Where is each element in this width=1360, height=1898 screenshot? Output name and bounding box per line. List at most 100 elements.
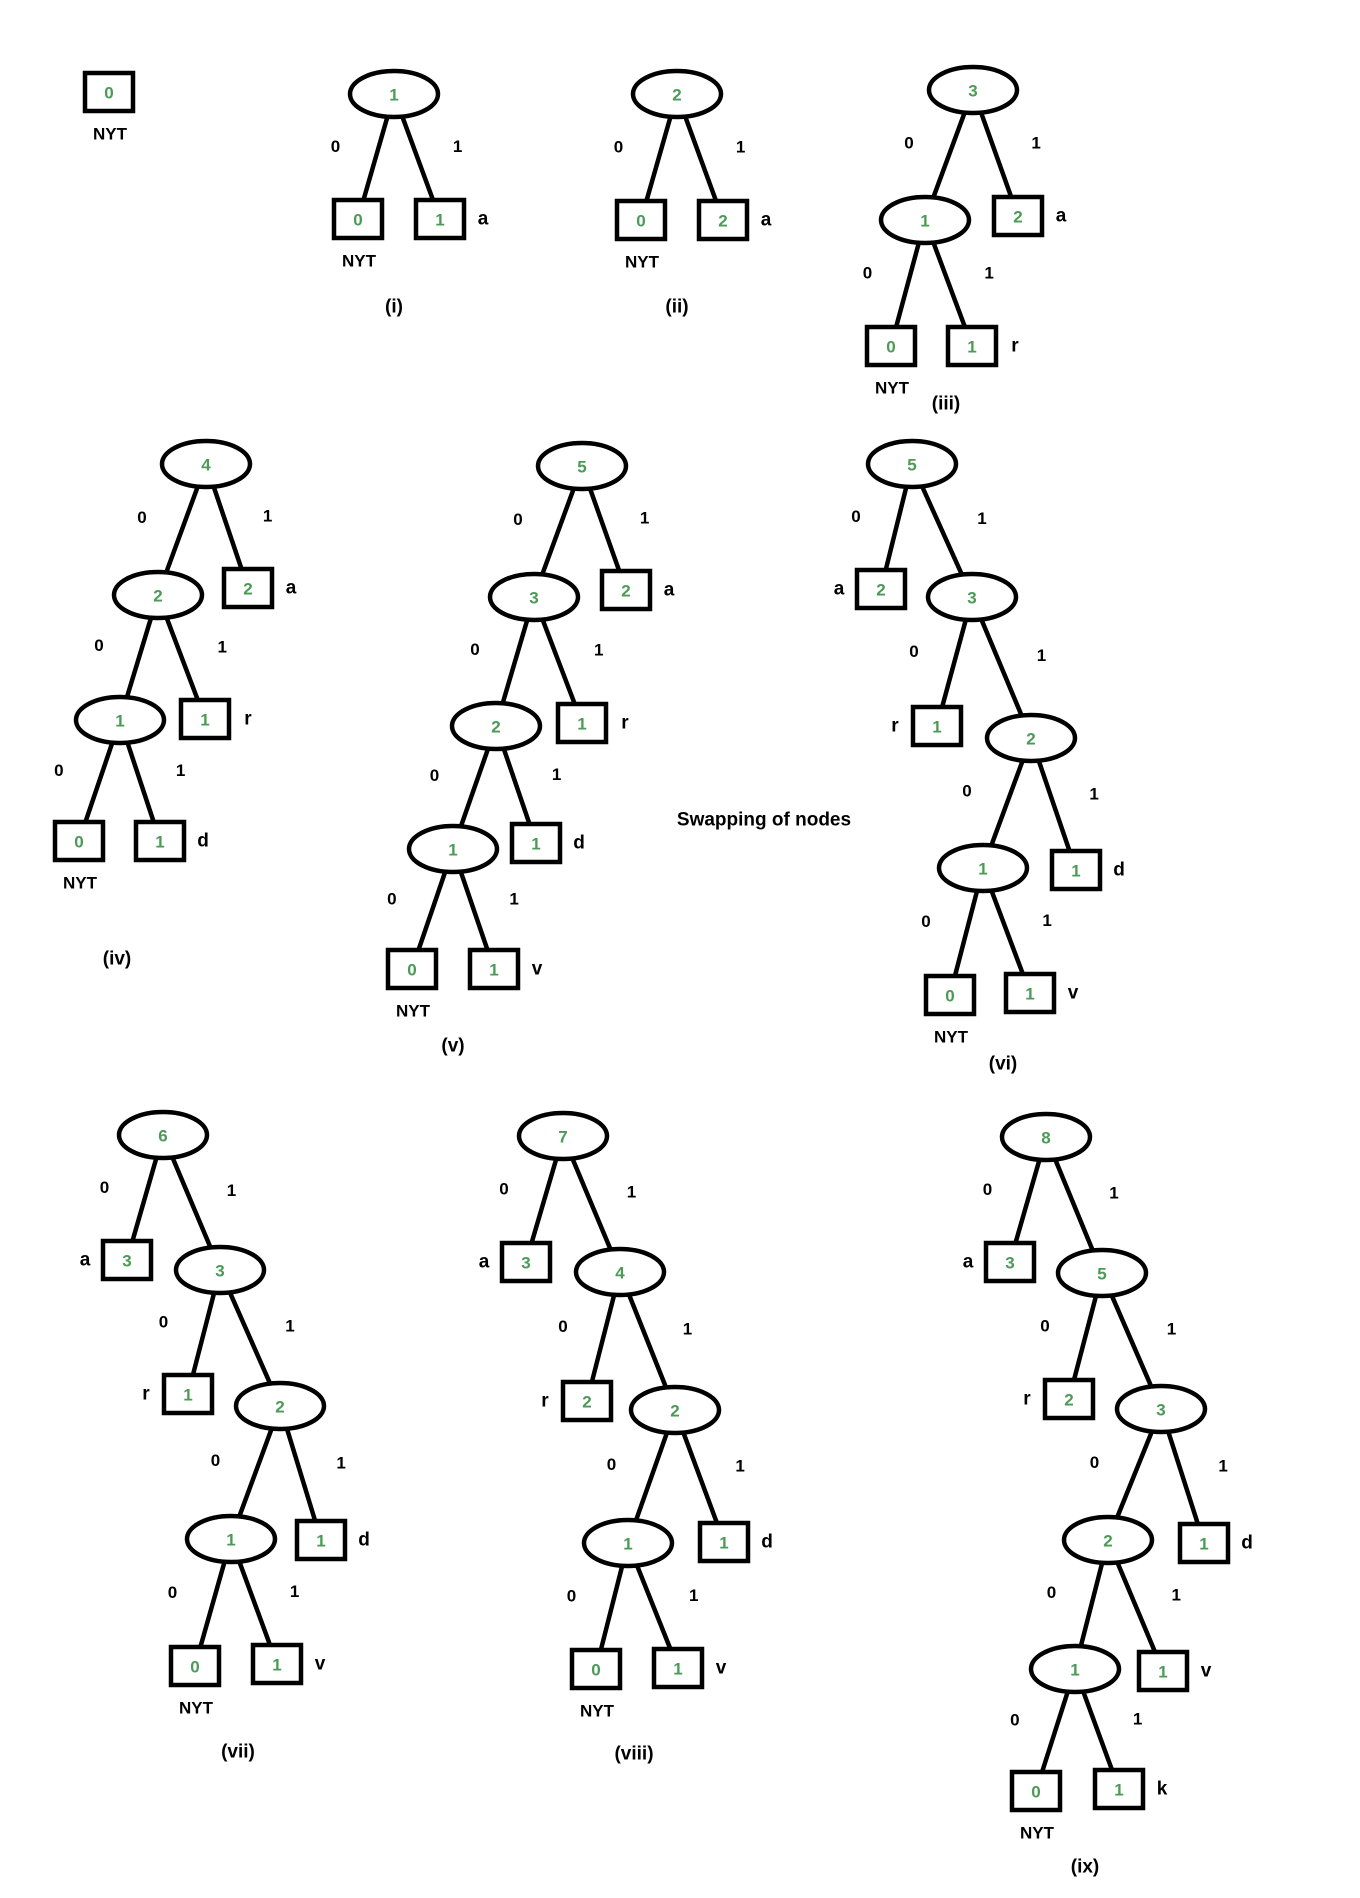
leaf-symbol-label: k bbox=[1157, 1779, 1168, 1800]
tree-edge bbox=[125, 740, 156, 825]
node-weight: 2 bbox=[1013, 208, 1022, 227]
edge-bit-label: 1 bbox=[689, 1586, 698, 1605]
leaf-symbol-label: v bbox=[1201, 1661, 1212, 1682]
internal-node bbox=[1061, 1514, 1155, 1566]
node-weight: 1 bbox=[1158, 1663, 1167, 1682]
edge-bit-label: 0 bbox=[983, 1180, 992, 1199]
symbol-leaf-node bbox=[697, 1520, 751, 1564]
tree-edge bbox=[952, 888, 980, 979]
internal-node bbox=[173, 1244, 267, 1296]
node-weight: 0 bbox=[636, 212, 645, 231]
nyt-leaf-node bbox=[52, 819, 106, 863]
symbol-leaf-node bbox=[983, 1240, 1037, 1284]
leaf-symbol-label: v bbox=[716, 1658, 727, 1679]
node-weight: 1 bbox=[489, 961, 498, 980]
symbol-leaf-node bbox=[413, 197, 467, 241]
symbol-leaf-node bbox=[854, 567, 908, 611]
nyt-label: NYT bbox=[63, 874, 98, 893]
tree-edge bbox=[529, 1156, 559, 1246]
node-weight: 0 bbox=[190, 1658, 199, 1677]
tree-edge bbox=[540, 486, 576, 577]
nyt-leaf-node bbox=[614, 198, 668, 242]
leaf-symbol-label: d bbox=[1113, 860, 1125, 881]
tree-caption: (vii) bbox=[221, 1742, 255, 1763]
node-weight: 2 bbox=[876, 581, 885, 600]
symbol-leaf-node bbox=[1049, 848, 1103, 892]
tree-edge bbox=[939, 617, 969, 710]
edge-bit-label: 1 bbox=[640, 508, 649, 527]
leaf-symbol-label: r bbox=[244, 709, 252, 730]
node-weight: 2 bbox=[491, 718, 500, 737]
tree-edge bbox=[416, 869, 448, 953]
tree-edge bbox=[1036, 758, 1072, 854]
edge-bit-label: 1 bbox=[1031, 133, 1040, 152]
nyt-leaf-node bbox=[864, 324, 918, 368]
leaf-symbol-label: a bbox=[963, 1252, 974, 1273]
node-weight: 1 bbox=[1199, 1535, 1208, 1554]
tree-edge bbox=[1078, 1560, 1105, 1649]
node-weight: 2 bbox=[243, 580, 252, 599]
nyt-leaf-node bbox=[168, 1644, 222, 1688]
symbol-leaf-node bbox=[294, 1518, 348, 1562]
edge-bit-label: 0 bbox=[558, 1317, 567, 1336]
leaf-symbol-label: r bbox=[142, 1384, 150, 1405]
tree-caption: (ix) bbox=[1071, 1857, 1100, 1878]
symbol-leaf-node bbox=[178, 697, 232, 741]
tree-caption: (iv) bbox=[103, 949, 132, 970]
node-weight: 0 bbox=[407, 961, 416, 980]
symbol-leaf-node bbox=[1092, 1767, 1146, 1811]
tree-edge bbox=[634, 1563, 673, 1652]
node-weight: 1 bbox=[920, 212, 929, 231]
node-weight: 2 bbox=[1103, 1532, 1112, 1551]
tree-edge bbox=[83, 740, 115, 825]
edge-bit-label: 1 bbox=[1218, 1456, 1227, 1475]
leaf-symbol-label: a bbox=[479, 1252, 490, 1273]
symbol-leaf-node bbox=[1042, 1377, 1096, 1421]
tree-edge bbox=[1013, 1157, 1042, 1246]
edge-bit-label: 0 bbox=[159, 1312, 168, 1331]
edge-bit-label: 0 bbox=[851, 507, 860, 526]
symbol-leaf-node bbox=[1177, 1521, 1231, 1565]
tree-caption: (i) bbox=[385, 297, 403, 318]
tree-edge bbox=[1109, 1293, 1154, 1389]
leaf-symbol-label: a bbox=[761, 210, 772, 231]
node-weight: 1 bbox=[978, 860, 987, 879]
edge-bit-label: 0 bbox=[1090, 1453, 1099, 1472]
tree-edge bbox=[170, 1155, 213, 1250]
internal-node bbox=[347, 68, 441, 120]
symbol-leaf-node bbox=[1003, 971, 1057, 1015]
internal-node bbox=[184, 1513, 278, 1565]
edge-bit-label: 0 bbox=[614, 137, 623, 156]
edge-bit-label: 0 bbox=[499, 1179, 508, 1198]
symbol-leaf-node bbox=[560, 1379, 614, 1423]
tree-edge bbox=[458, 869, 490, 953]
nyt-label: NYT bbox=[875, 379, 910, 398]
node-weight: 4 bbox=[615, 1264, 625, 1283]
nyt-leaf-node bbox=[82, 70, 136, 114]
internal-node bbox=[984, 712, 1078, 764]
leaf-symbol-label: a bbox=[1056, 206, 1067, 227]
leaf-symbol-label: v bbox=[532, 959, 543, 980]
node-weight: 0 bbox=[886, 338, 895, 357]
edge-bit-label: 0 bbox=[909, 642, 918, 661]
tree-edge bbox=[501, 746, 532, 827]
node-weight: 3 bbox=[521, 1254, 530, 1273]
leaf-symbol-label: v bbox=[1068, 983, 1079, 1004]
tree-edge bbox=[626, 1292, 669, 1390]
symbol-leaf-node bbox=[133, 819, 187, 863]
internal-node bbox=[999, 1111, 1093, 1163]
nodes-layer bbox=[52, 64, 1231, 1813]
tree-edge bbox=[540, 617, 578, 707]
tree-edge bbox=[284, 1426, 318, 1524]
node-weight: 2 bbox=[275, 1398, 284, 1417]
node-weight: 2 bbox=[1064, 1391, 1073, 1410]
tree-edge bbox=[989, 888, 1026, 977]
edge-bit-label: 0 bbox=[168, 1583, 177, 1602]
symbol-leaf-node bbox=[467, 947, 521, 991]
leaf-symbol-label: d bbox=[358, 1530, 370, 1551]
internal-node bbox=[116, 1109, 210, 1161]
internal-node bbox=[449, 700, 543, 752]
internal-node bbox=[878, 194, 972, 246]
node-weight: 1 bbox=[967, 338, 976, 357]
